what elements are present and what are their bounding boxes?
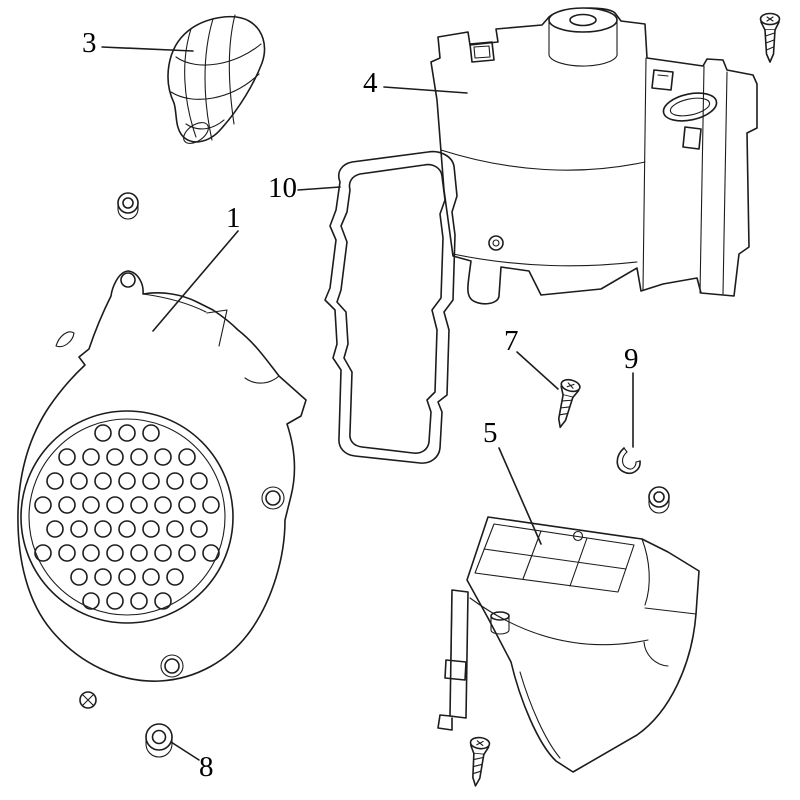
ventilation-holes xyxy=(34,424,220,610)
leader-line-3 xyxy=(101,46,194,52)
leader-line-5 xyxy=(498,447,542,545)
leader-line-1 xyxy=(152,230,239,332)
leader-lines xyxy=(101,46,634,761)
nut-upper-left xyxy=(117,192,139,220)
label-part-7: 7 xyxy=(504,325,519,357)
part-4-upper-shroud xyxy=(430,7,758,305)
mount-boss xyxy=(490,611,510,635)
filler-neck-boss xyxy=(548,7,618,67)
leader-line-7 xyxy=(516,351,559,390)
label-part-1: 1 xyxy=(226,202,241,234)
label-part-10: 10 xyxy=(268,172,297,204)
label-part-5: 5 xyxy=(483,417,498,449)
screw-bottom xyxy=(465,735,491,788)
label-part-8: 8 xyxy=(199,751,214,783)
screw-top-right xyxy=(759,12,781,63)
label-part-9: 9 xyxy=(624,343,639,375)
part-labels: 3 4 10 1 7 9 5 8 xyxy=(82,27,639,783)
label-part-4: 4 xyxy=(363,67,378,99)
nut-middle-right xyxy=(648,486,670,514)
bolt-head-lower-left xyxy=(79,691,97,709)
part-1-fan-cover xyxy=(17,270,307,682)
part-10-gasket xyxy=(324,150,458,464)
label-part-3: 3 xyxy=(82,27,97,59)
part-9-clip xyxy=(616,447,641,475)
oval-opening xyxy=(662,92,718,122)
leader-line-8 xyxy=(170,741,200,761)
part-5-lower-shroud xyxy=(437,516,700,773)
leader-line-10 xyxy=(297,186,341,191)
leader-line-4 xyxy=(383,86,468,94)
part-8-flange-nut xyxy=(145,723,173,758)
part-3-ribbed-cap xyxy=(167,14,266,144)
